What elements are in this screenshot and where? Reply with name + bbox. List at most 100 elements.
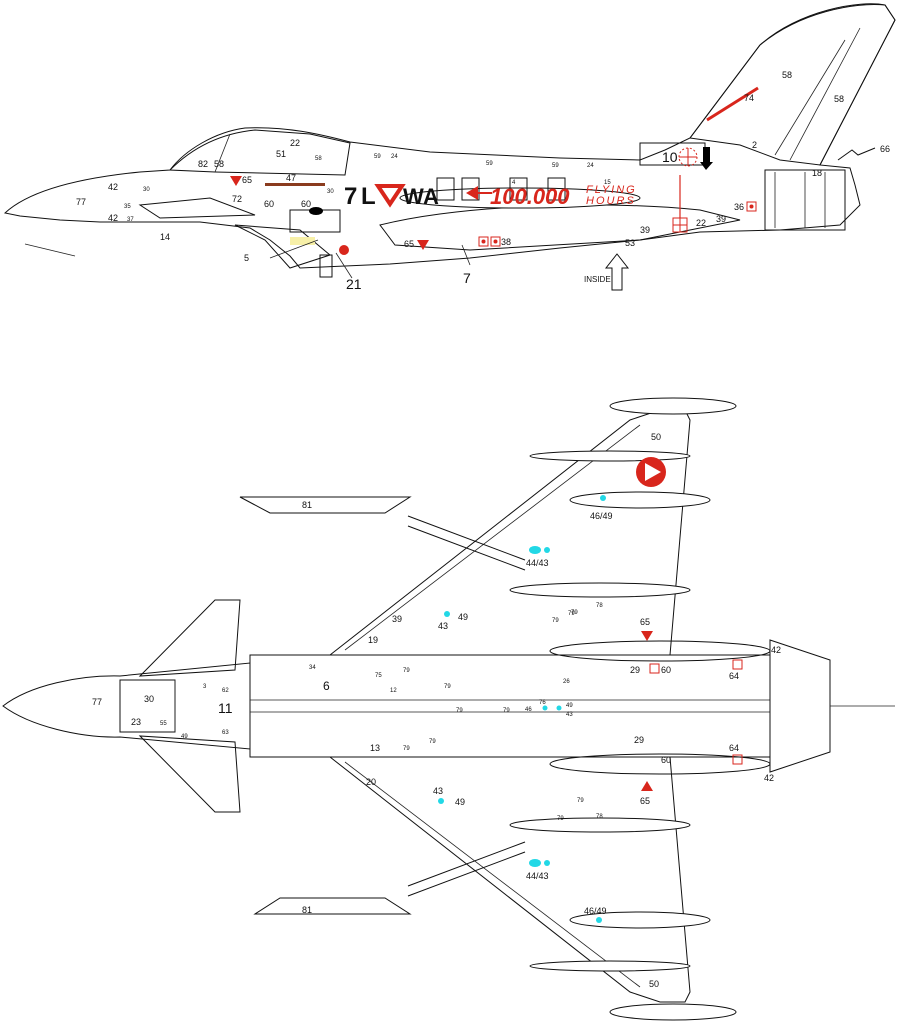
cyan-46-49-bottom: [596, 917, 602, 923]
panel-box: [509, 177, 528, 201]
callout: 79: [503, 708, 510, 714]
marking-36: [746, 201, 757, 212]
callout: 79: [571, 610, 578, 616]
callout: 38: [501, 237, 511, 247]
code-triangle-roundel: [374, 184, 406, 208]
callout: 43: [438, 621, 448, 631]
callout: 24: [391, 154, 398, 160]
leader-5: [24, 243, 76, 257]
callout: 12: [390, 688, 397, 694]
callout: 29: [634, 735, 644, 745]
plan-nose: [2, 662, 251, 750]
callout: 37: [127, 217, 134, 223]
callout: 59: [486, 161, 493, 167]
callout: 65: [404, 239, 414, 249]
plan-wingtip-pod-bottom: [609, 1003, 737, 1021]
callout: 58: [315, 156, 322, 162]
callout: 77: [92, 697, 102, 707]
callout: 79: [444, 684, 451, 690]
plan-tank-top: [569, 491, 711, 509]
plan-tank-bottom: [569, 911, 711, 929]
callout: 46: [525, 707, 532, 713]
callout: 65: [640, 796, 650, 806]
callout: 11: [218, 700, 233, 716]
panel-box: [461, 177, 480, 201]
cyan-46-49-top: [600, 495, 606, 501]
plan-nacelle-bottom: [549, 753, 771, 775]
callout: 81: [302, 905, 312, 915]
callout: 58: [834, 94, 844, 104]
callout: 53: [625, 238, 635, 248]
side-wing: [379, 204, 741, 251]
callout: 65: [640, 617, 650, 627]
callout: 60: [264, 199, 274, 209]
callout: 49: [455, 797, 465, 807]
marking-38a-dot: [481, 239, 486, 244]
callout: 44/43: [526, 871, 549, 881]
callout: 13: [370, 743, 380, 753]
plan-triangle-65-bottom: [641, 781, 653, 791]
callout: 60: [661, 755, 671, 765]
callout: 79: [429, 739, 436, 745]
callout: 82: [198, 159, 208, 169]
callout: 39: [640, 225, 650, 235]
callout: 30: [143, 187, 150, 193]
callout: 24: [587, 163, 594, 169]
inside-arrow: [604, 253, 630, 291]
plan-wing-top: [328, 409, 691, 656]
side-fin: [689, 4, 896, 166]
callout: 15: [604, 180, 611, 186]
cyan-43-49-top: [444, 611, 450, 617]
nose-gear-door: [319, 254, 333, 278]
warning-triangle-65b: [417, 240, 429, 250]
callout: 29: [630, 665, 640, 675]
callout: 42: [771, 645, 781, 655]
cyan-44-bottom: [529, 859, 541, 867]
brown-stripe: [265, 183, 325, 186]
plan-store-top-b: [407, 525, 526, 571]
callout: 2: [752, 140, 757, 150]
callout: 36: [734, 202, 744, 212]
callout: 72: [232, 194, 242, 204]
callout: 49: [566, 703, 573, 709]
cyan-43-top: [544, 547, 550, 553]
side-canopy: [168, 129, 351, 176]
callout: 76: [539, 700, 546, 706]
side-exhaust: [764, 169, 846, 231]
callout: 79: [552, 618, 559, 624]
black-arrow-marking: [700, 147, 713, 170]
plan-60-top: [649, 663, 660, 674]
callout: 39: [392, 614, 402, 624]
callout: 58: [782, 70, 792, 80]
anniversary-number: 100.000: [490, 184, 570, 209]
callout: 23: [131, 717, 141, 727]
anniversary-flying: FLYING: [586, 184, 637, 196]
callout: 5: [244, 253, 249, 263]
callout: 79: [568, 611, 575, 617]
callout: 44/43: [526, 558, 549, 568]
callout: 26: [563, 679, 570, 685]
callout: 64: [729, 743, 739, 753]
leader-5b: [269, 239, 319, 259]
anniversary-arrow: [466, 186, 478, 200]
callout: 14: [160, 232, 170, 242]
inside-label: INSIDE: [584, 275, 611, 284]
callout: 18: [812, 168, 822, 178]
callout: 77: [76, 197, 86, 207]
plan-triangle-65-top: [641, 631, 653, 641]
callout: 30: [144, 694, 154, 704]
callout: 63: [222, 730, 229, 736]
callout: 42: [108, 213, 118, 223]
callout: 34: [309, 665, 316, 671]
callout: 79: [403, 746, 410, 752]
code-letter-l: L: [361, 183, 376, 210]
cyan-43-49-bottom: [438, 798, 444, 804]
callout: 46/49: [584, 906, 607, 916]
callout: 20: [366, 777, 376, 787]
callout: 79: [403, 668, 410, 674]
arrow-66: [837, 147, 876, 161]
callout: 3: [203, 684, 207, 690]
red-dot-21: [339, 245, 349, 255]
callout: 42: [108, 182, 118, 192]
side-intake: [234, 224, 332, 269]
